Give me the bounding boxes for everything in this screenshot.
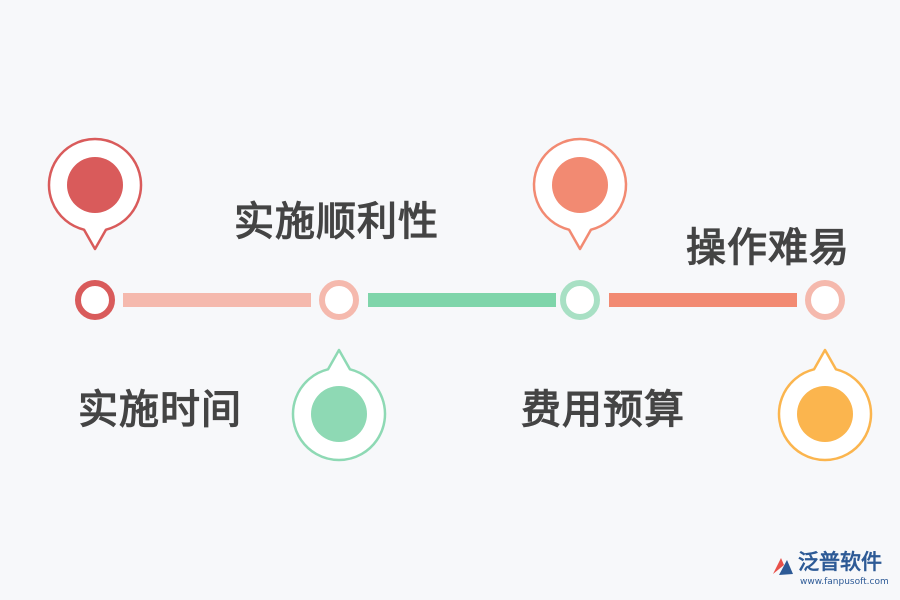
brand-name: 泛普软件: [798, 550, 882, 574]
node-label-implementation-smoothness: 实施顺利性: [234, 199, 439, 245]
node-label-cost-budget: 费用预算: [521, 387, 685, 433]
timeline-ring-4: [805, 280, 845, 320]
connector-segment-3: [609, 293, 797, 307]
pin-dot-1: [67, 157, 123, 213]
brand-url: www.fanpusoft.com: [800, 577, 889, 587]
brand-mark-icon: [773, 558, 793, 575]
pin-dot-3: [552, 157, 608, 213]
pin-dot-2: [311, 386, 367, 442]
timeline-ring-2: [319, 280, 359, 320]
node-label-operation-difficulty: 操作难易: [686, 225, 850, 271]
timeline-ring-1: [75, 280, 115, 320]
connector-segment-1: [123, 293, 311, 307]
pin-dot-4: [797, 386, 853, 442]
brand-logo: 泛普软件 www.fanpusoft.com: [770, 552, 894, 596]
node-label-implementation-time: 实施时间: [78, 387, 242, 433]
timeline-ring-3: [560, 280, 600, 320]
connector-segment-2: [368, 293, 556, 307]
